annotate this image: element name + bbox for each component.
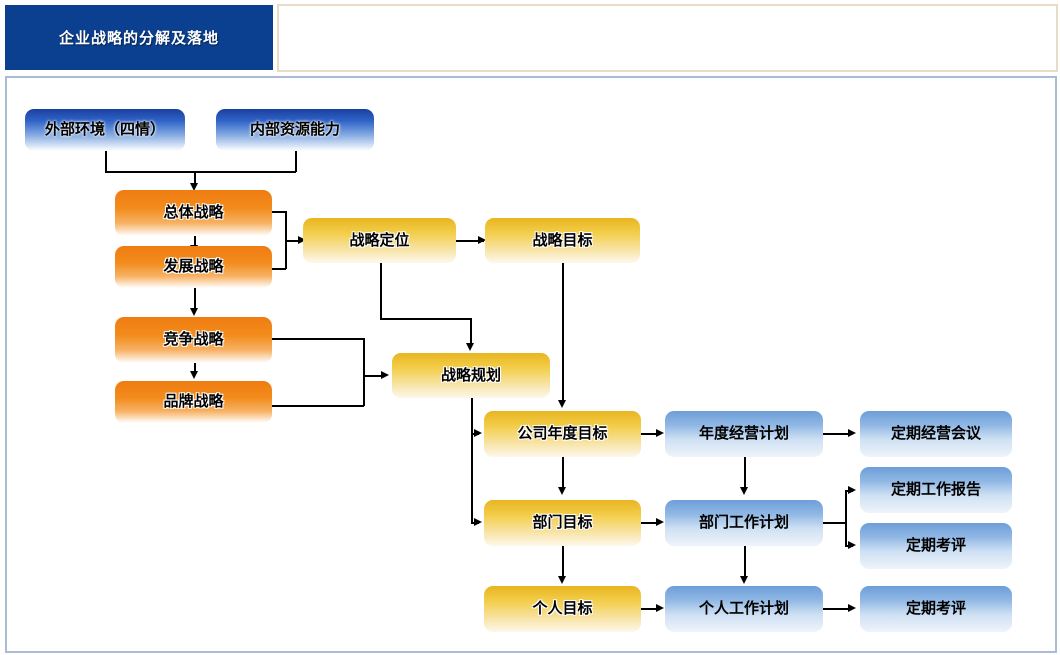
node-strategy-plan[interactable]: 战略规划 — [392, 353, 550, 398]
arrowhead-personplan-to-review — [848, 604, 856, 612]
connector-bracket-to-position — [285, 240, 300, 242]
arrowhead-dept-to-person — [558, 576, 566, 584]
connector-yearplan-to-meeting — [823, 433, 851, 435]
arrowhead-develop-to-compete — [190, 308, 198, 316]
arrowhead-goal-to-company — [558, 400, 566, 408]
node-internal-resource[interactable]: 内部资源能力 — [216, 109, 374, 151]
arrowhead-plan-to-dept — [474, 518, 482, 526]
node-annual-business-plan[interactable]: 年度经营计划 — [665, 411, 823, 457]
node-competition-strategy[interactable]: 竞争战略 — [115, 317, 272, 363]
node-department-work-plan[interactable]: 部门工作计划 — [665, 500, 823, 546]
arrowhead-yearplan-to-meeting — [848, 429, 856, 437]
node-brand-strategy[interactable]: 品牌战略 — [115, 381, 272, 423]
connector-env-to-overall — [194, 171, 196, 185]
arrowhead-yearplan-to-deptplan — [740, 487, 748, 495]
node-label: 战略规划 — [440, 365, 501, 384]
node-label: 战略定位 — [349, 230, 410, 249]
node-regular-work-report[interactable]: 定期工作报告 — [860, 467, 1012, 513]
connector-dept-to-deptplan — [641, 522, 658, 524]
node-label: 年度经营计划 — [698, 424, 789, 443]
connector-compete-to-brand — [194, 363, 196, 375]
node-overall-strategy[interactable]: 总体战略 — [115, 190, 272, 236]
node-regular-review-department[interactable]: 定期考评 — [860, 523, 1012, 569]
connector-deptplan-bracket — [845, 490, 847, 546]
node-regular-review-personal[interactable]: 定期考评 — [860, 586, 1012, 632]
node-label: 外部环境（四情） — [44, 120, 165, 139]
connector-position-to-goal — [456, 240, 484, 242]
node-personal-work-plan[interactable]: 个人工作计划 — [665, 586, 823, 632]
connector-plan-spine — [471, 398, 473, 524]
node-label: 部门工作计划 — [698, 513, 789, 532]
node-regular-business-meeting[interactable]: 定期经营会议 — [860, 411, 1012, 457]
node-company-annual-goal[interactable]: 公司年度目标 — [484, 411, 641, 457]
connector-brand-right — [272, 405, 364, 407]
arrowhead-env-to-overall — [190, 183, 198, 191]
arrowhead-into-strategy-plan — [466, 343, 474, 351]
connector-personplan-to-review — [823, 608, 851, 610]
node-development-strategy[interactable]: 发展战略 — [115, 246, 272, 288]
node-label: 定期考评 — [905, 536, 966, 555]
node-external-environment[interactable]: 外部环境（四情） — [25, 109, 185, 151]
node-strategy-positioning[interactable]: 战略定位 — [303, 218, 456, 263]
connector-develop-right — [272, 268, 286, 270]
arrowhead-position-to-goal — [478, 236, 486, 244]
connector-dept-to-person — [562, 546, 564, 578]
connector-bracket-to-plan — [363, 375, 384, 377]
node-personal-goal[interactable]: 个人目标 — [484, 586, 641, 632]
slide-title-banner: 企业战略的分解及落地 — [5, 5, 273, 70]
connector-person-to-personplan — [641, 608, 658, 610]
connector-env-join — [105, 171, 296, 173]
arrowhead-plan-to-company — [474, 429, 482, 437]
arrowhead-company-to-dept — [558, 487, 566, 495]
node-label: 内部资源能力 — [249, 120, 340, 139]
connector-into-plan — [470, 318, 472, 345]
connector-compete-right — [272, 338, 364, 340]
node-label: 战略目标 — [532, 230, 593, 249]
arrowhead-to-strategy-plan — [381, 371, 389, 379]
connector-intres-down — [295, 150, 297, 172]
connector-goal-to-company — [562, 263, 564, 403]
connector-yearplan-to-deptplan — [744, 457, 746, 489]
connector-deptplan-out — [823, 522, 846, 524]
connector-overall-right — [272, 211, 286, 213]
node-department-goal[interactable]: 部门目标 — [484, 500, 641, 546]
connector-company-to-dept — [562, 457, 564, 489]
node-label: 总体战略 — [163, 203, 224, 222]
page-title: 企业战略的分解及落地 — [58, 29, 219, 47]
node-label: 定期考评 — [905, 599, 966, 618]
arrowhead-company-to-yearplan — [656, 429, 664, 437]
header-blank-panel — [277, 4, 1058, 72]
arrowhead-dept-to-deptplan — [656, 518, 664, 526]
node-strategy-goal[interactable]: 战略目标 — [485, 218, 640, 263]
connector-bracket-strategy-plan — [363, 338, 365, 406]
arrowhead-to-strategy-position — [298, 236, 306, 244]
connector-deptplan-to-personplan — [744, 546, 746, 578]
arrowhead-person-to-personplan — [656, 604, 664, 612]
arrowhead-deptplan-to-personplan — [740, 576, 748, 584]
node-label: 竞争战略 — [163, 330, 224, 349]
node-label: 发展战略 — [163, 257, 224, 276]
connector-develop-to-compete — [194, 288, 196, 310]
node-label: 部门目标 — [532, 513, 593, 532]
connector-position-across — [380, 318, 471, 320]
connector-position-down — [380, 263, 382, 319]
arrowhead-compete-to-brand — [190, 371, 198, 379]
arrowhead-to-work-report — [848, 486, 856, 494]
node-label: 个人工作计划 — [698, 599, 789, 618]
node-label: 定期经营会议 — [890, 424, 981, 443]
node-label: 个人目标 — [532, 599, 593, 618]
connector-company-to-yearplan — [641, 433, 658, 435]
node-label: 公司年度目标 — [517, 424, 608, 443]
connector-overall-to-develop — [194, 236, 196, 248]
node-label: 定期工作报告 — [890, 480, 981, 499]
arrowhead-to-review-1 — [848, 541, 856, 549]
connector-extenv-down — [105, 150, 107, 172]
node-label: 品牌战略 — [163, 392, 224, 411]
